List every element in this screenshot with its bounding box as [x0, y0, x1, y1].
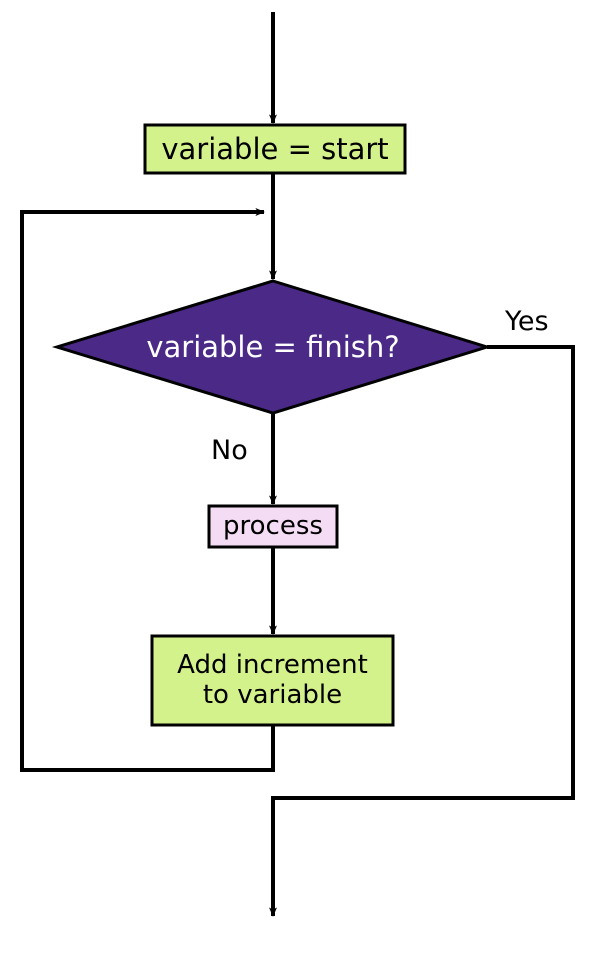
nodes-layer [51, 123, 493, 727]
edge-label-no: No [211, 435, 248, 466]
edge-loop-back [20, 208, 275, 772]
node-increment[interactable] [150, 634, 395, 727]
edges-layer [20, 12, 575, 917]
node-process[interactable] [207, 504, 339, 549]
node-decision[interactable] [51, 279, 493, 415]
edge-label-yes: Yes [505, 306, 549, 337]
node-init[interactable] [143, 123, 407, 175]
edge-decision-yes [269, 345, 575, 917]
